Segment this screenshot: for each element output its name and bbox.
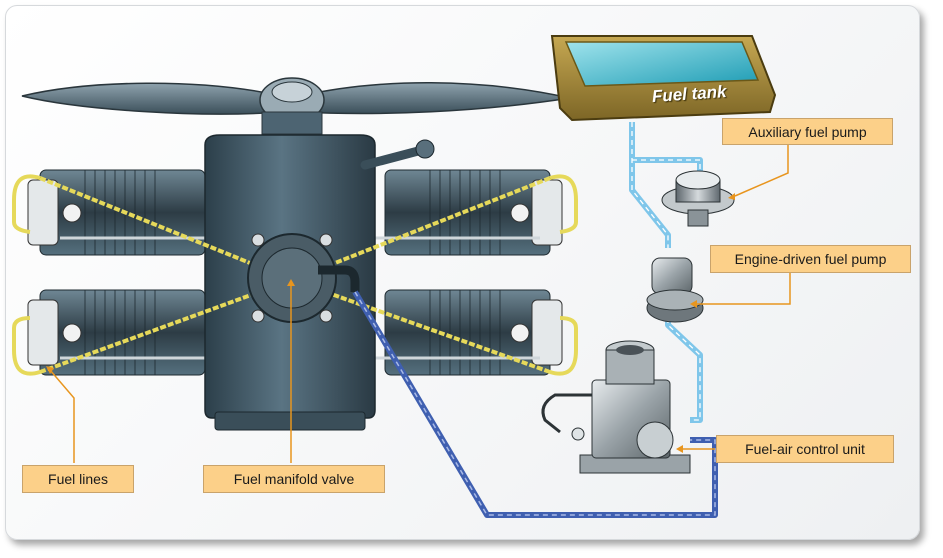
- auxiliary-fuel-pump-shape: [661, 170, 735, 227]
- auxiliary-fuel-pump-callout: Auxiliary fuel pump: [722, 118, 893, 145]
- leader-lines: [49, 143, 791, 463]
- fuel-manifold-valve-shape: [247, 233, 360, 323]
- fuel-lines-yellow: [12, 174, 578, 376]
- fuel-tank-shape: [550, 35, 777, 122]
- fuel-air-control-unit-callout: Fuel-air control unit: [716, 435, 894, 463]
- propeller: [21, 77, 571, 135]
- fuel-air-control-unit-shape: [541, 340, 691, 474]
- engine-driven-fuel-pump-shape: [646, 257, 704, 323]
- fuel-lines-callout: Fuel lines: [22, 465, 134, 493]
- engine-driven-fuel-pump-callout: Engine-driven fuel pump: [710, 245, 911, 273]
- fuel-manifold-valve-callout: Fuel manifold valve: [203, 465, 385, 493]
